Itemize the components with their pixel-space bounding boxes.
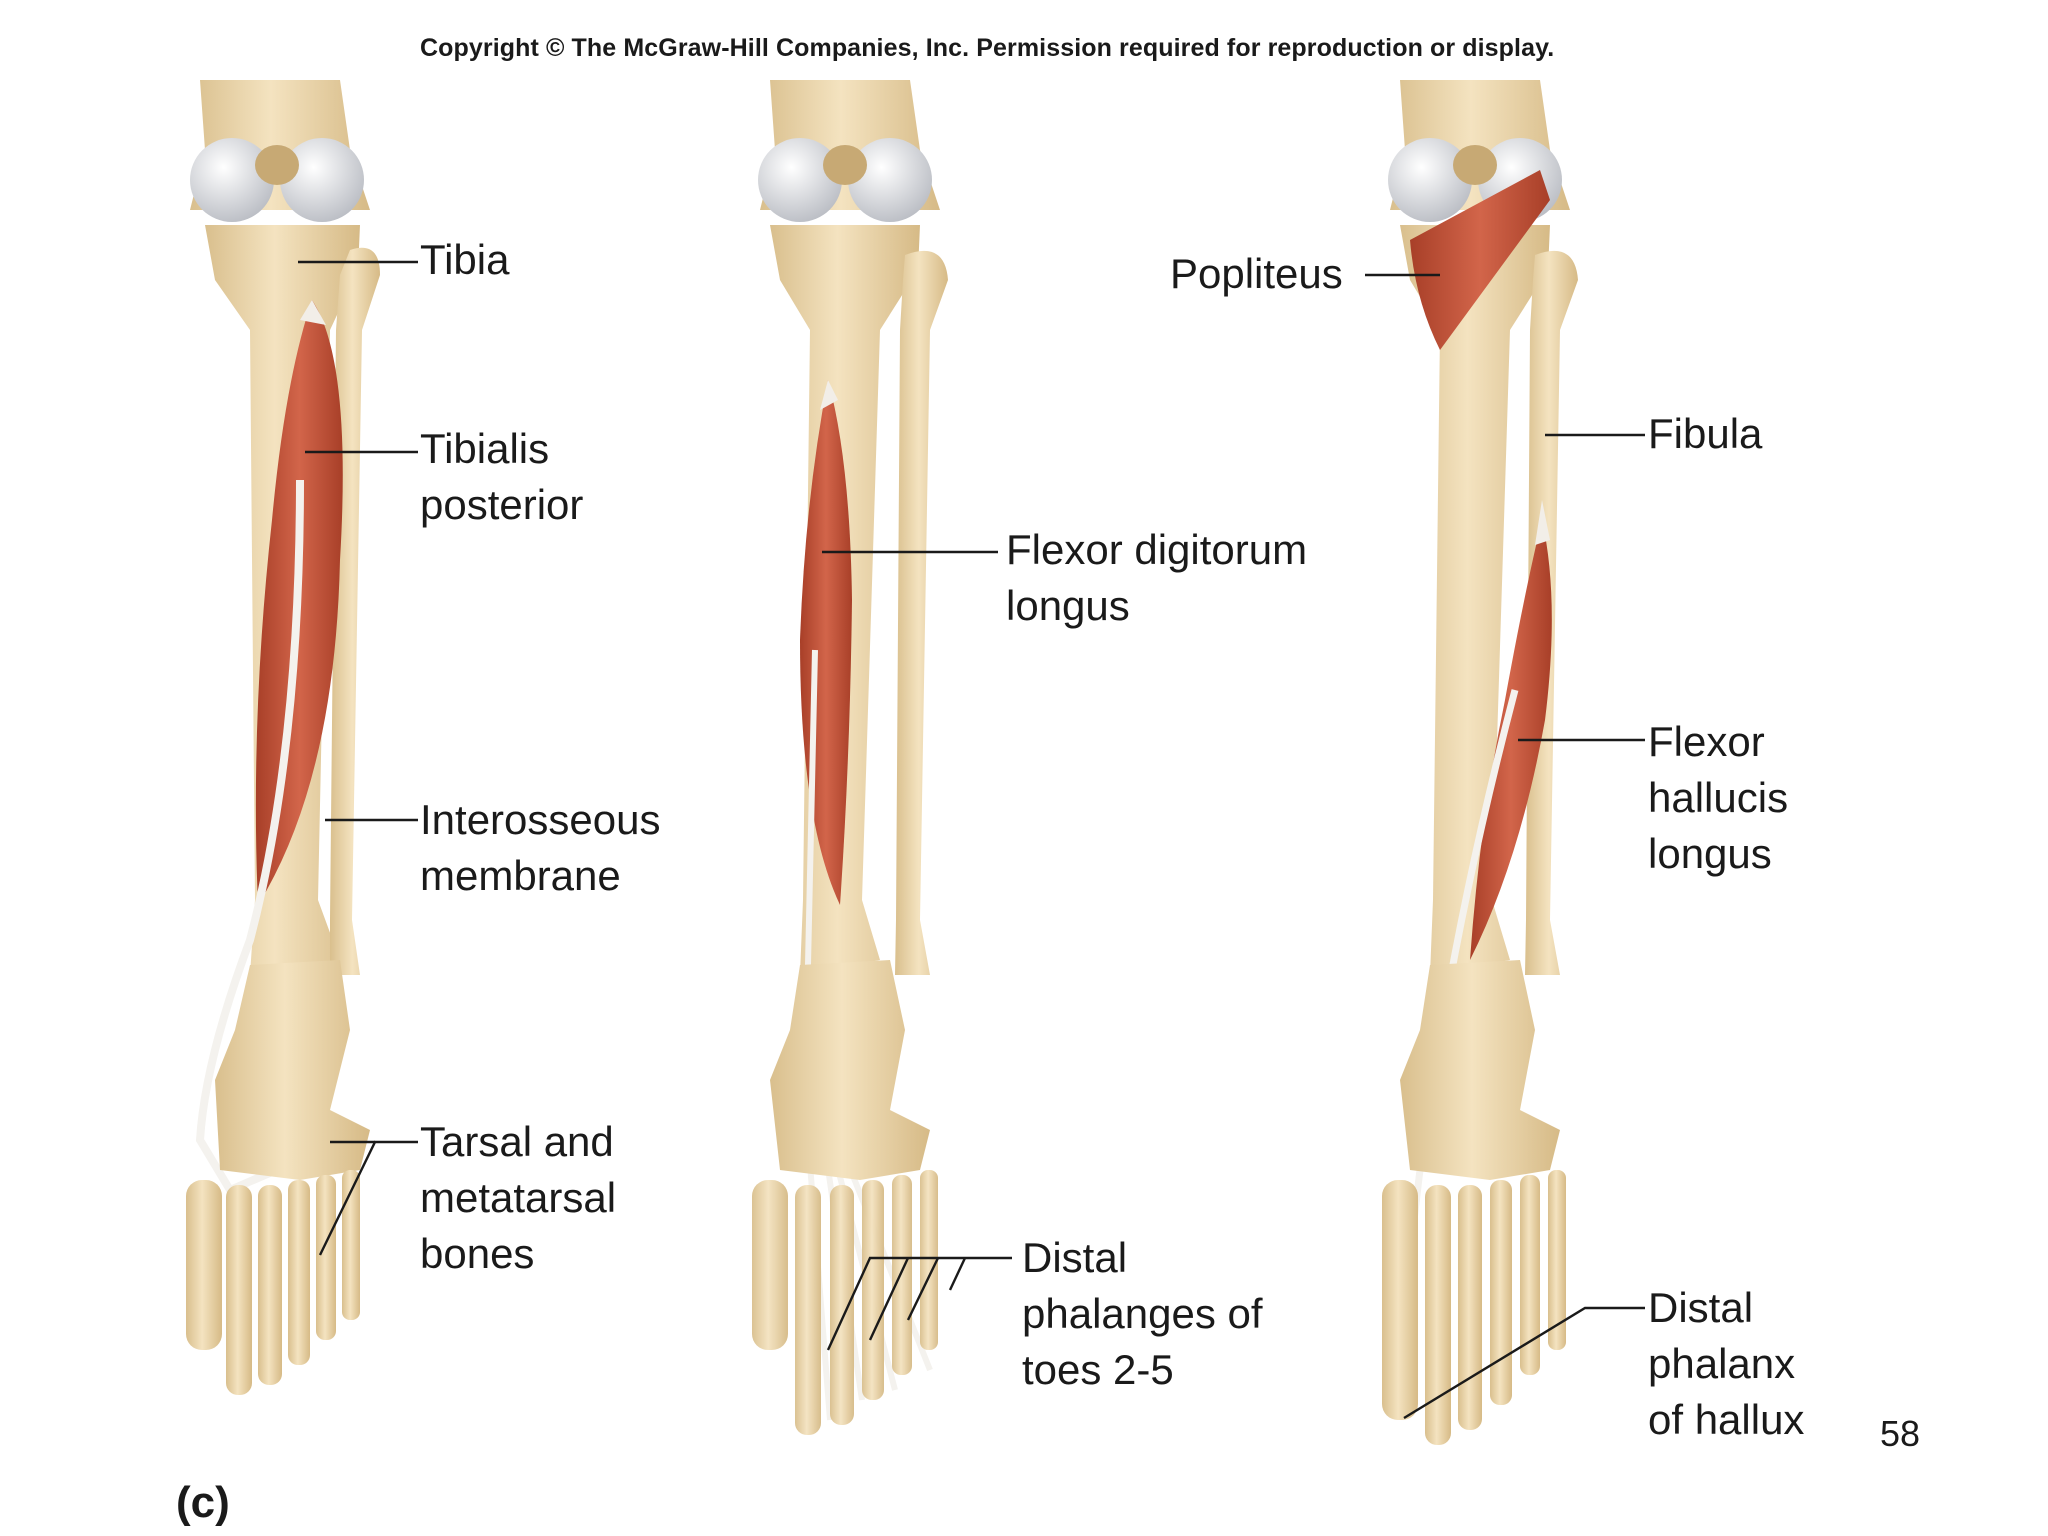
condyle-1a	[190, 138, 274, 222]
copyright-notice: Copyright © The McGraw-Hill Companies, I…	[420, 34, 1555, 62]
tarsals-1	[215, 960, 370, 1180]
tarsals-3	[1400, 960, 1560, 1180]
leg-3	[1382, 80, 1578, 1445]
label-distal-phalanx-hallux: Distal phalanx of hallux	[1648, 1284, 1805, 1443]
toes-3	[1382, 1170, 1566, 1445]
tarsals-2	[770, 960, 930, 1180]
label-flexor-digitorum-longus: Flexor digitorum longus	[1006, 526, 1308, 629]
label-flexor-hallucis-longus: Flexor hallucis longus	[1648, 718, 1789, 877]
label-tarsal-metatarsal: Tarsal and metatarsal bones	[420, 1118, 617, 1277]
label-tibialis-posterior: Tibialis posterior	[420, 425, 584, 528]
label-interosseous-membrane: Interosseous membrane	[420, 796, 661, 899]
tibialis-tendon-1	[195, 479, 304, 1196]
label-distal-phalanges-toes: Distal phalanges of toes 2-5	[1022, 1234, 1263, 1393]
panel-letter: (c)	[176, 1478, 230, 1527]
fibula-1	[330, 247, 380, 975]
label-tibia: Tibia	[420, 236, 510, 283]
condyle-1b	[280, 138, 364, 222]
page-number: 58	[1880, 1413, 1921, 1454]
leg-2	[752, 80, 948, 1435]
leader-lines	[298, 260, 1645, 1420]
fibula-2	[895, 250, 948, 976]
tibia-3	[1400, 225, 1550, 975]
label-fibula: Fibula	[1648, 410, 1763, 457]
leg-1	[186, 80, 380, 1395]
leader-hallux	[1403, 1306, 1645, 1420]
popliteus-3	[1410, 170, 1550, 350]
label-popliteus: Popliteus	[1170, 250, 1343, 297]
toes-1	[186, 1170, 360, 1395]
toes-2	[752, 1170, 938, 1435]
flexor-hallucis-longus-3	[1470, 520, 1552, 960]
